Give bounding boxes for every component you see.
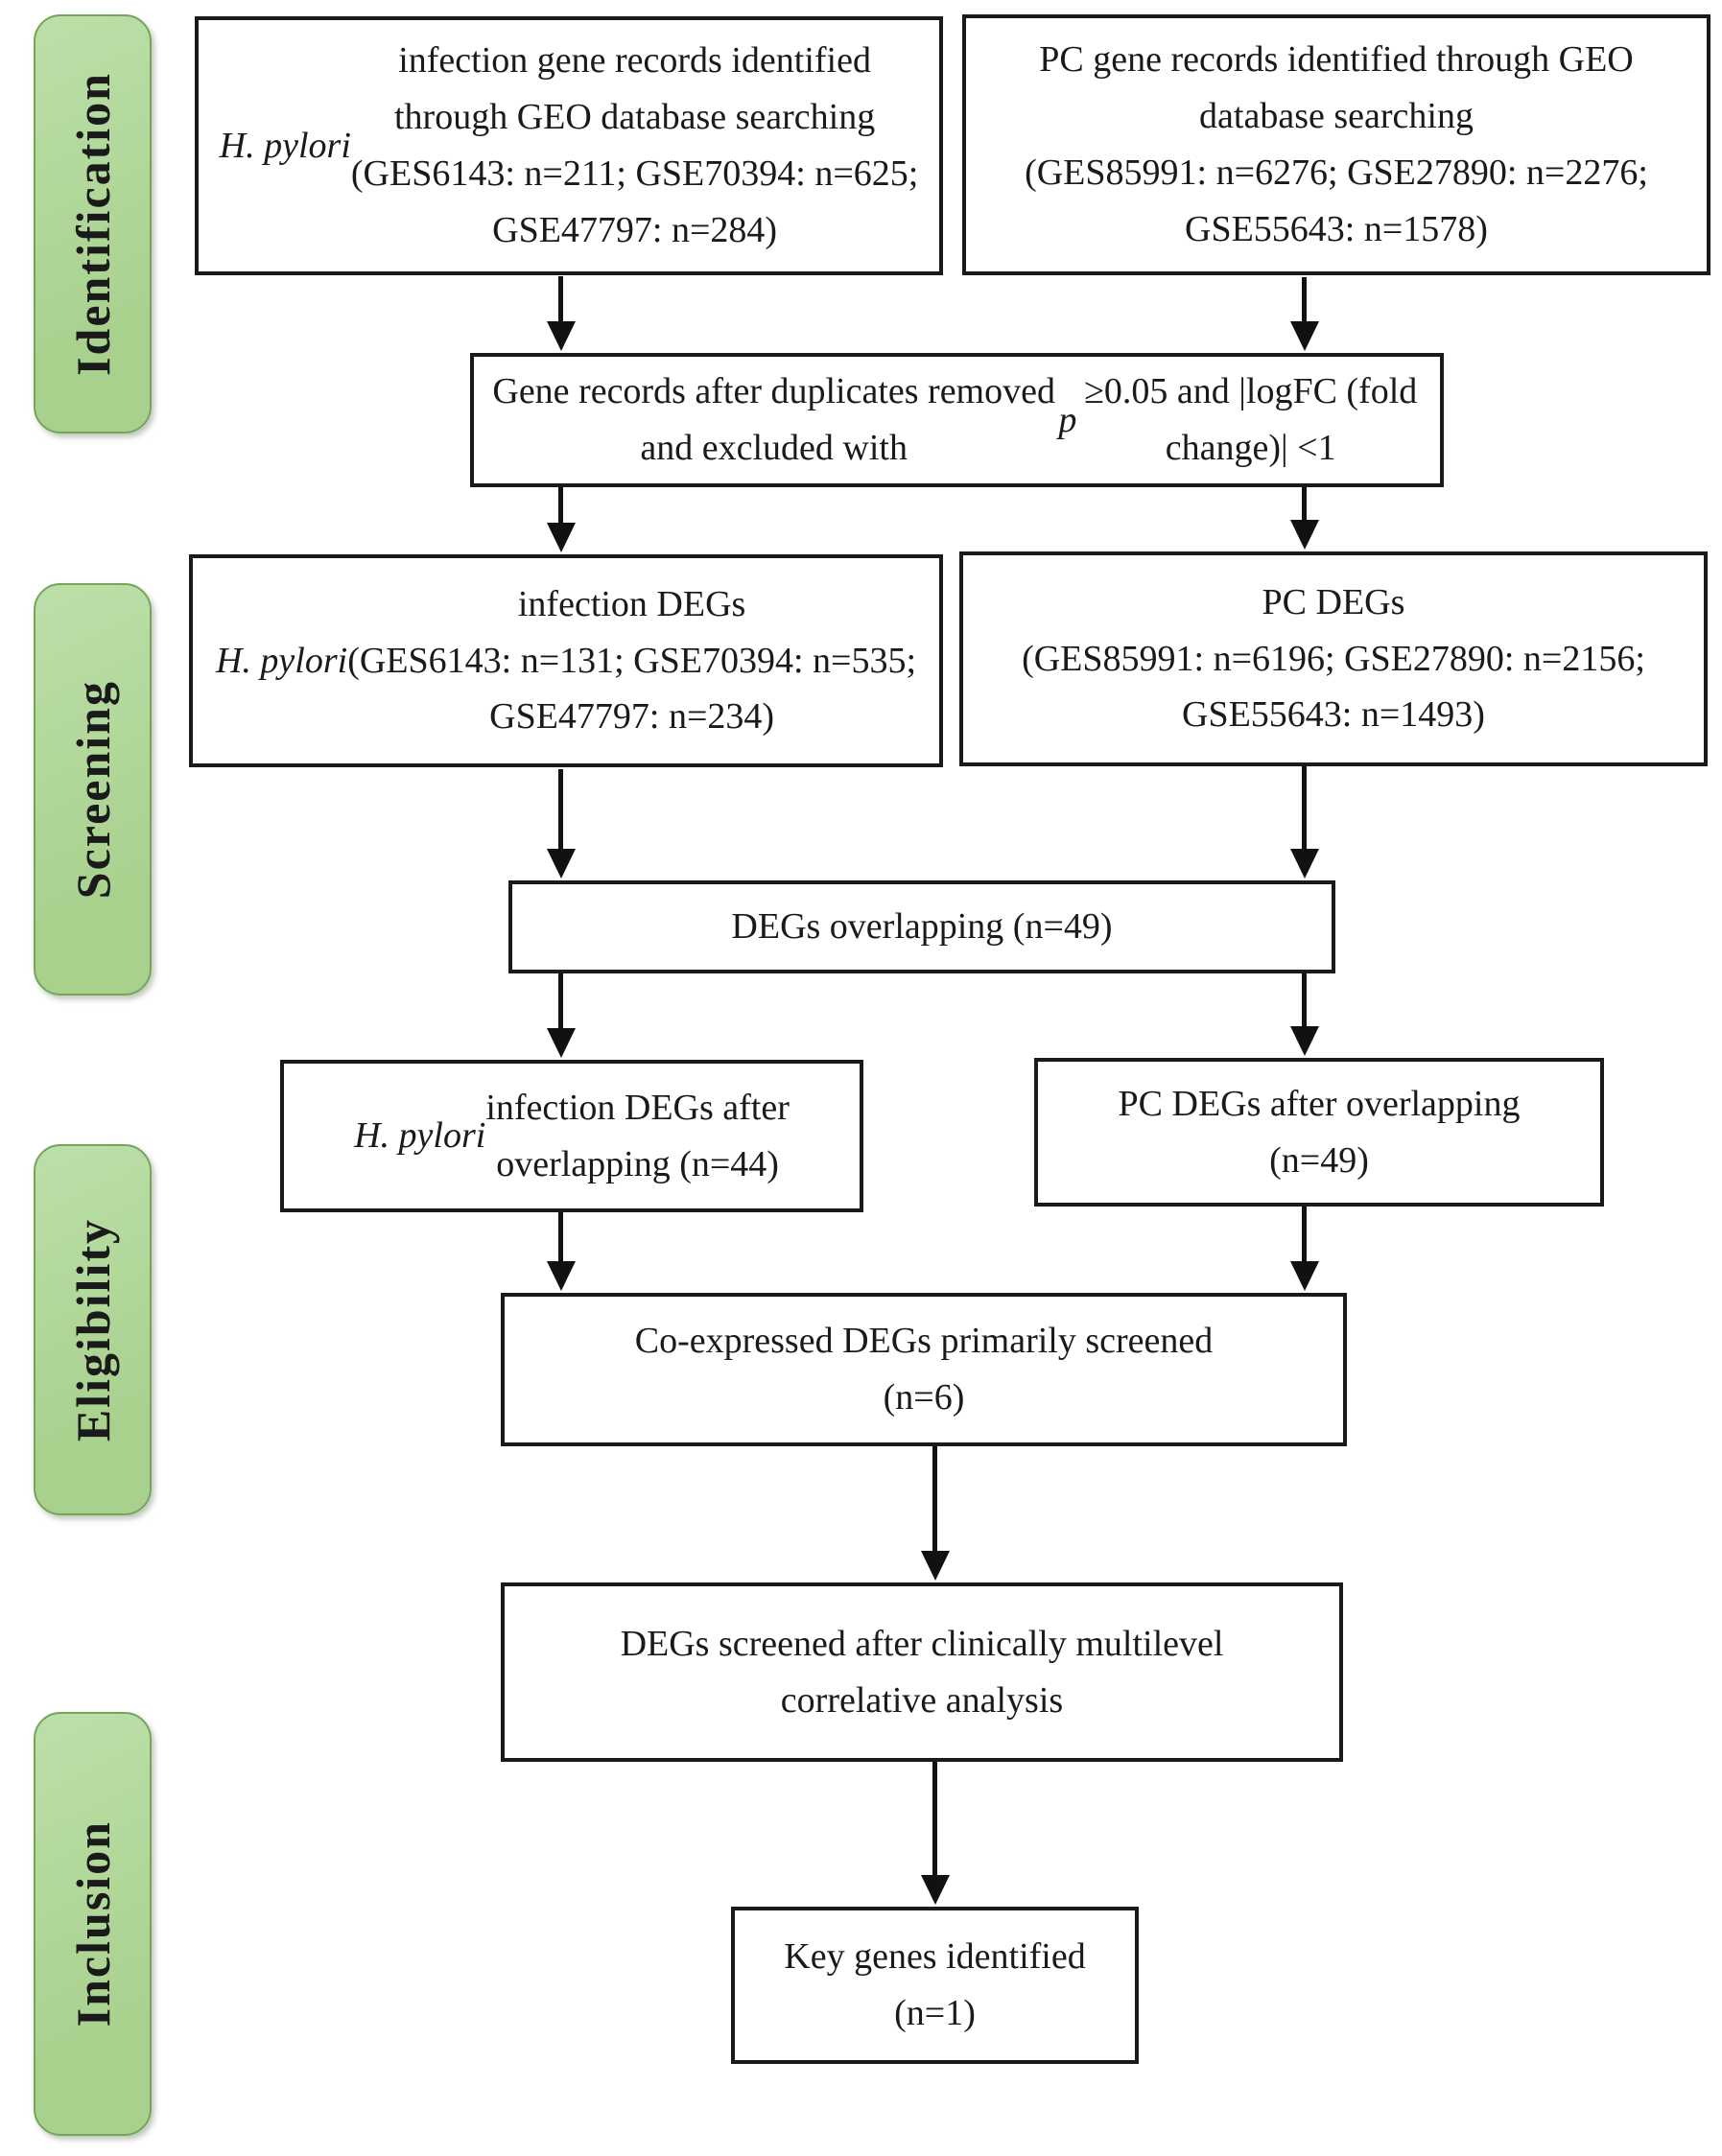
box-pc-degs-after-overlap: PC DEGs after overlapping(n=49) <box>1034 1058 1604 1207</box>
arrow-pc-records-to-dedup <box>1302 277 1307 322</box>
arrow-hp-records-to-dedup <box>558 276 563 322</box>
box-key-genes: Key genes identified(n=1) <box>731 1907 1139 2064</box>
stage-eligibility: Eligibility <box>34 1144 152 1515</box>
box-pc-degs: PC DEGs(GES85991: n=6196; GSE27890: n=21… <box>959 551 1708 766</box>
box-clinical-analysis: DEGs screened after clinically multileve… <box>501 1582 1343 1762</box>
stage-screening: Screening <box>34 583 152 996</box>
arrow-dedup-to-pc-degs <box>1302 487 1307 521</box>
box-duplicates-removed: Gene records after duplicates removed an… <box>470 353 1444 487</box>
stage-inclusion-label: Inclusion <box>65 1820 120 2027</box>
box-hp-gene-records: H. pylori infection gene records identif… <box>195 16 943 275</box>
arrow-hp-overlap-to-coexpressed <box>558 1212 563 1262</box>
arrow-coexpressed-to-clinical <box>932 1446 937 1552</box>
arrow-overlap-to-hp-overlap <box>558 973 563 1029</box>
box-hp-degs: H. pylori infection DEGs(GES6143: n=131;… <box>189 554 943 767</box>
stage-screening-label: Screening <box>65 679 120 900</box>
arrow-dedup-to-hp-degs <box>558 487 563 524</box>
arrow-clinical-to-key-genes <box>932 1762 937 1876</box>
stage-inclusion: Inclusion <box>34 1712 152 2136</box>
box-coexpressed-degs: Co-expressed DEGs primarily screened(n=6… <box>501 1293 1347 1446</box>
stage-eligibility-label: Eligibility <box>65 1217 120 1442</box>
arrow-overlap-to-pc-overlap <box>1302 973 1307 1027</box>
arrow-pc-overlap-to-coexpressed <box>1302 1207 1307 1262</box>
stage-identification-label: Identification <box>65 72 120 376</box>
stage-identification: Identification <box>34 14 152 434</box>
box-degs-overlapping: DEGs overlapping (n=49) <box>508 880 1335 973</box>
arrow-hp-degs-to-overlap <box>558 769 563 850</box>
arrow-pc-degs-to-overlap <box>1302 766 1307 850</box>
